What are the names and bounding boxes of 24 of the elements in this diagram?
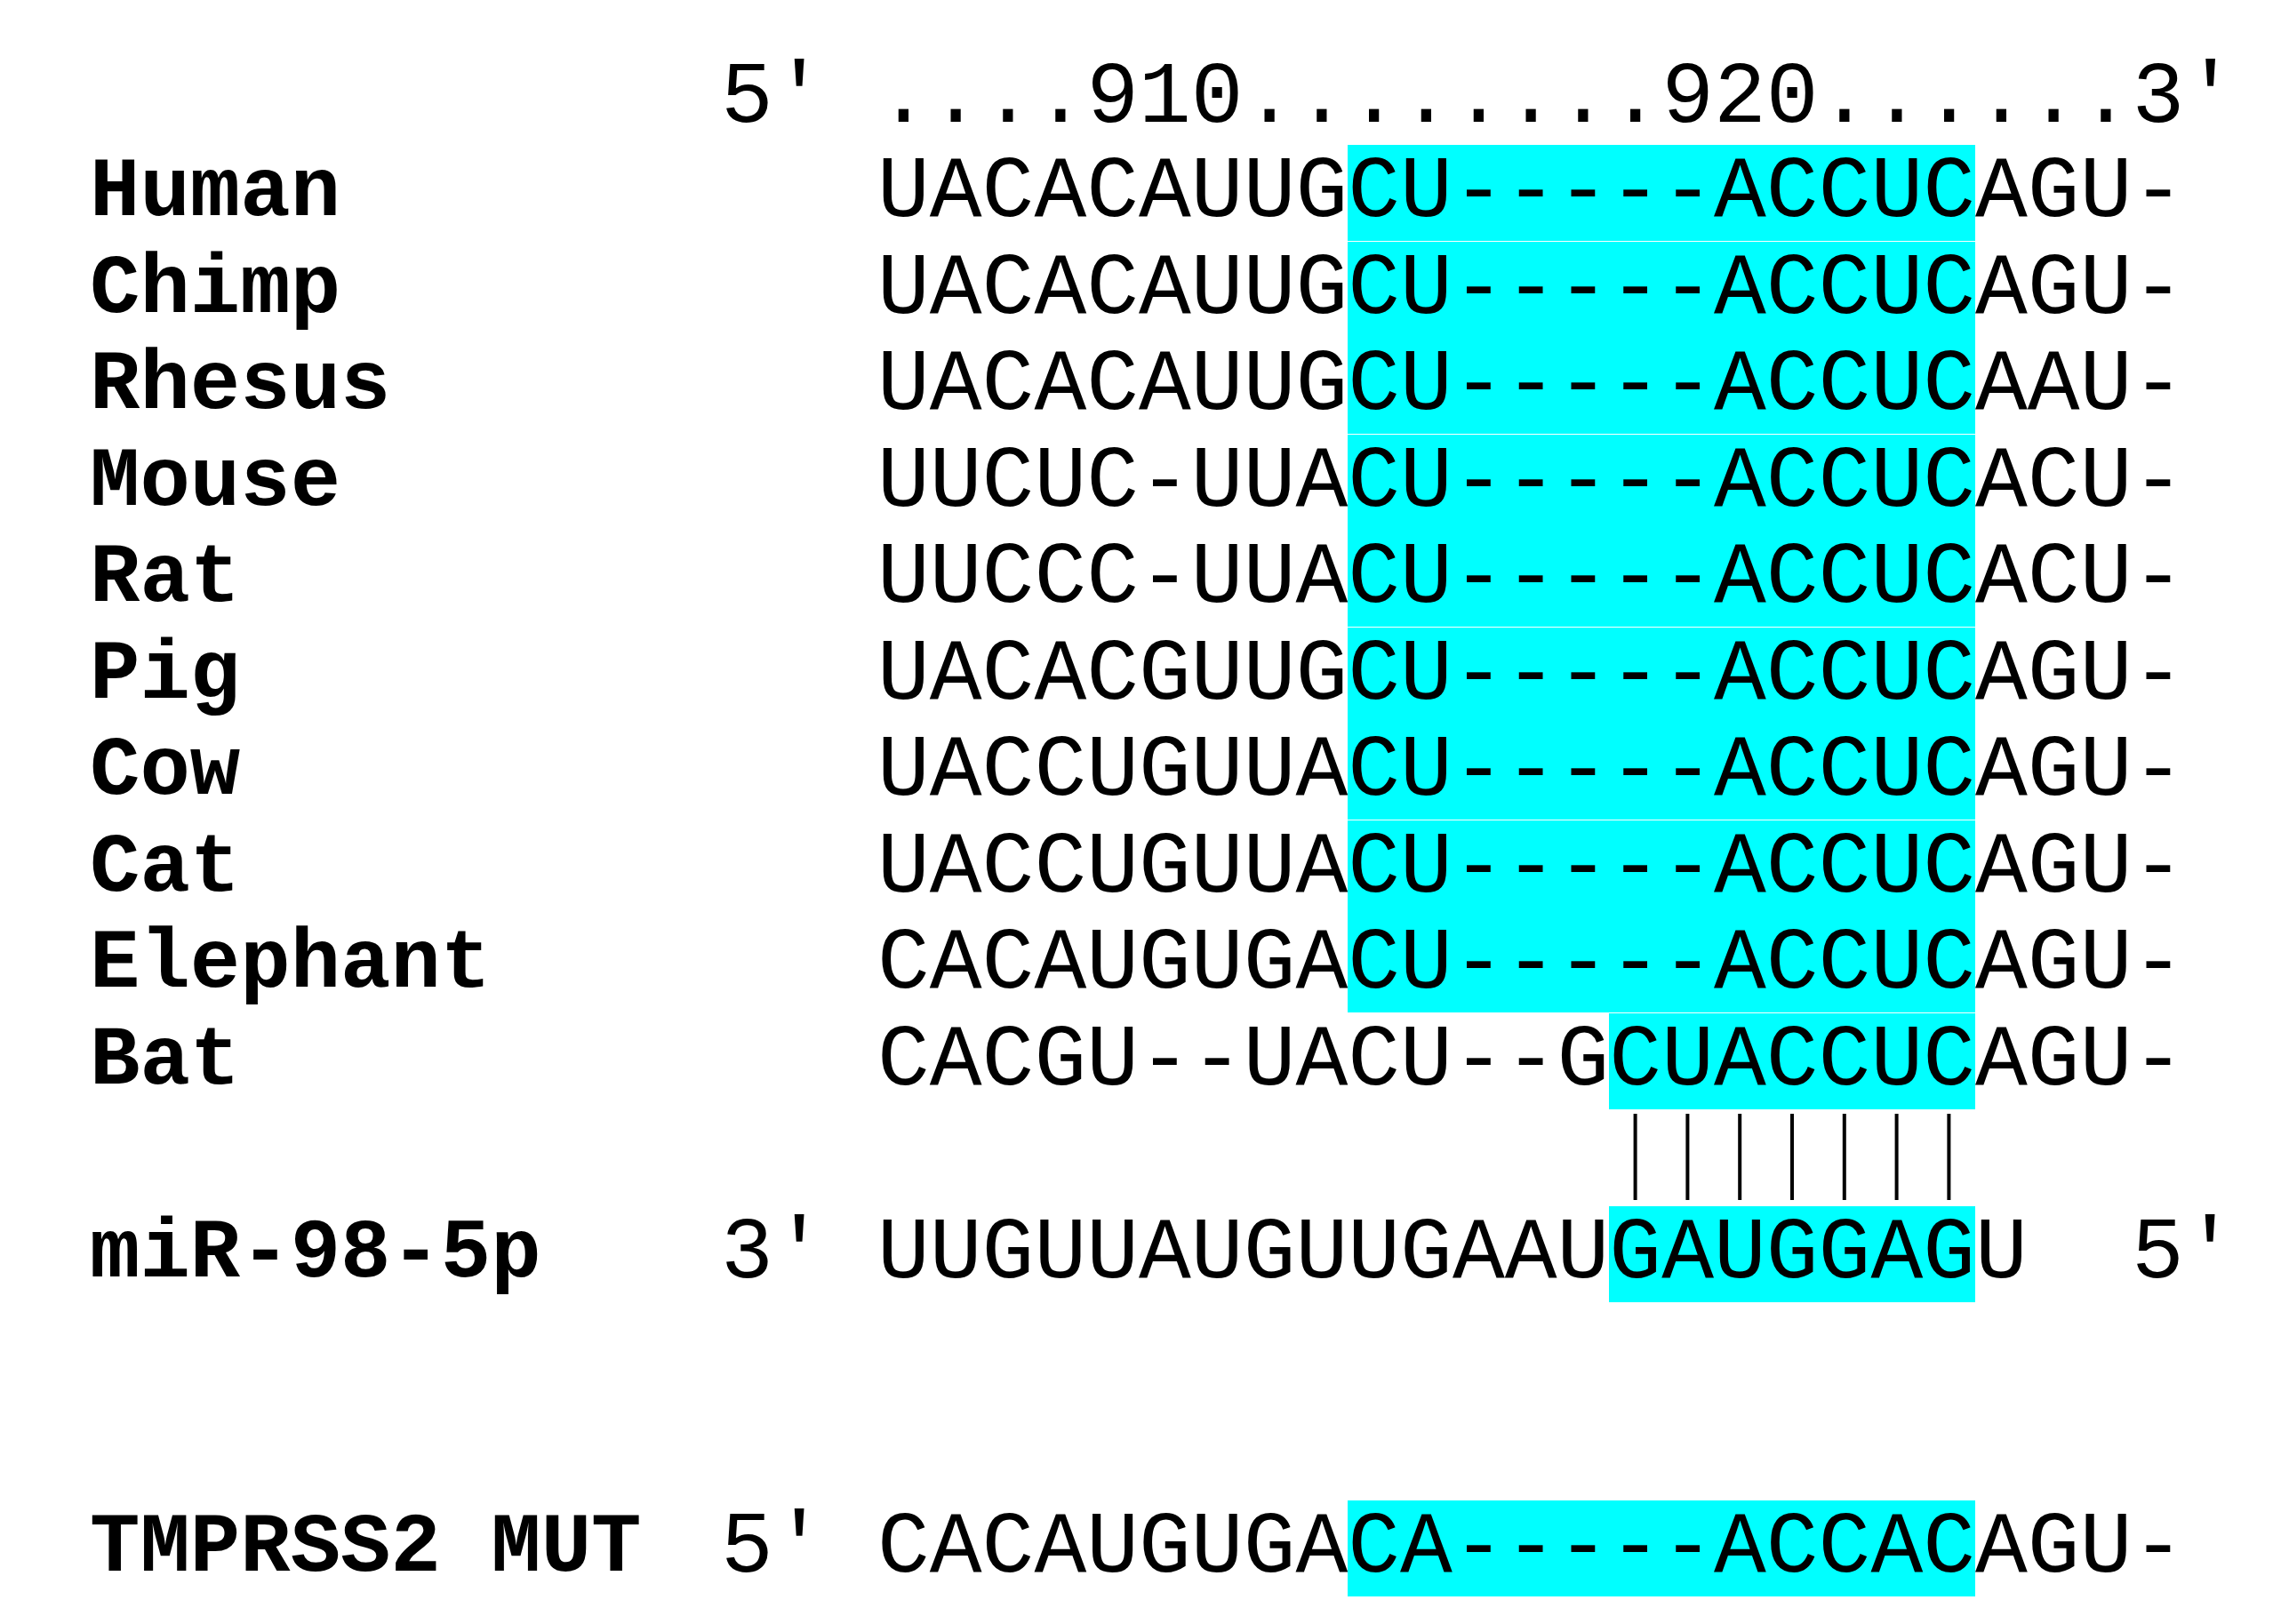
sequence: UACCUGUUACU-----ACCUCAGU- [877, 724, 2185, 820]
species-name: Human [90, 145, 341, 241]
species-name: Elephant [90, 916, 492, 1012]
species-name: Cat [90, 820, 241, 916]
position-ruler: ....910........920......3′ [877, 51, 2237, 147]
sequence: UUCCC-UUACU-----ACCUCACU- [877, 531, 2185, 627]
species-name: Rat [90, 531, 241, 627]
mirna-sequence: UUGUUAUGUUGAAUGAUGGAGU [877, 1206, 2028, 1302]
mirna-name: miR-98-5p [90, 1206, 541, 1302]
prime-label: 5′ [2132, 1206, 2237, 1302]
species-name: Mouse [90, 434, 341, 531]
sequence: UUCUC-UUACU-----ACCUCACU- [877, 434, 2185, 531]
species-name: Chimp [90, 241, 341, 338]
species-name: Bat [90, 1012, 241, 1109]
sequence: CACAUGUGACU-----ACCUCAGU- [877, 916, 2185, 1012]
prime-label: 3′ [721, 1206, 826, 1302]
prime-label: 5′ [721, 51, 826, 147]
prime-label: 5′ [721, 1500, 826, 1596]
mutant-sequence: CACAUGUGACA-----ACCACAGU- [877, 1500, 2185, 1596]
species-name: Rhesus [90, 338, 391, 434]
sequence: UACCUGUUACU-----ACCUCAGU- [877, 820, 2185, 916]
mutant-name: TMPRSS2 MUT [90, 1500, 642, 1596]
species-name: Pig [90, 627, 241, 724]
species-name: Cow [90, 724, 241, 820]
